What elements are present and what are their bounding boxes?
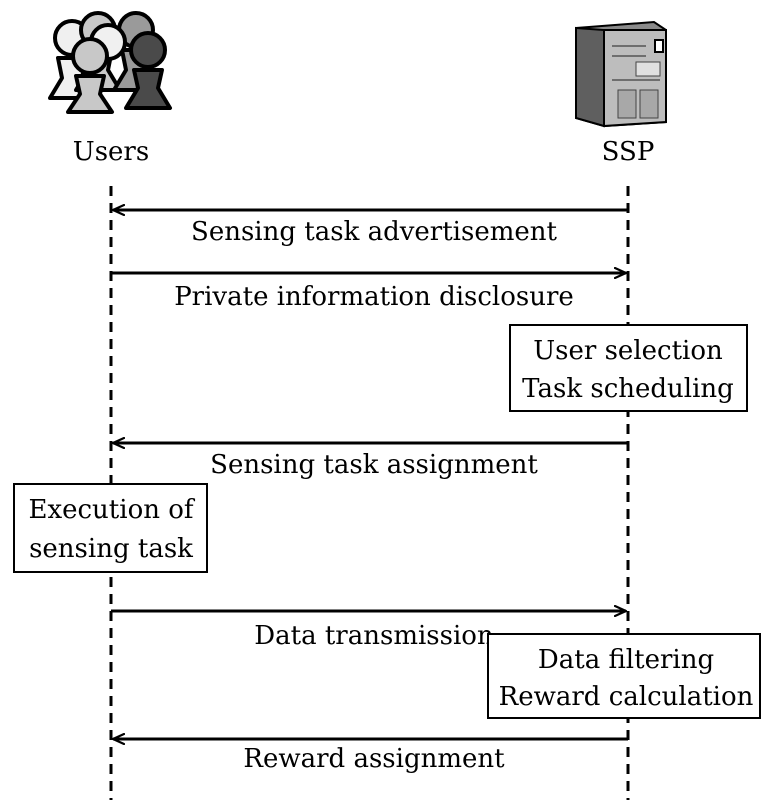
person-front-right-icon <box>124 31 172 110</box>
process-line: Data filtering <box>538 645 714 675</box>
process-box-user-selection: User selection Task scheduling <box>509 324 748 412</box>
person-front-left-icon <box>66 37 114 114</box>
process-box-data-filtering: Data filtering Reward calculation <box>487 633 761 719</box>
message-label-data-transmission: Data transmission <box>254 621 494 651</box>
process-line: sensing task <box>29 534 193 564</box>
message-label-assignment: Sensing task assignment <box>210 450 538 480</box>
process-box-execution: Execution of sensing task <box>13 483 208 573</box>
server-icon <box>575 20 667 128</box>
process-line: User selection <box>533 336 723 366</box>
process-line: Task scheduling <box>522 374 734 404</box>
users-icon <box>48 11 172 114</box>
message-label-advertisement: Sensing task advertisement <box>191 217 557 247</box>
message-label-reward: Reward assignment <box>243 744 505 774</box>
process-line: Execution of <box>28 495 195 525</box>
process-line: Reward calculation <box>499 682 754 712</box>
actor-ssp-label: SSP <box>602 137 655 167</box>
message-label-disclosure: Private information disclosure <box>174 282 574 312</box>
actor-users-label: Users <box>73 137 149 167</box>
